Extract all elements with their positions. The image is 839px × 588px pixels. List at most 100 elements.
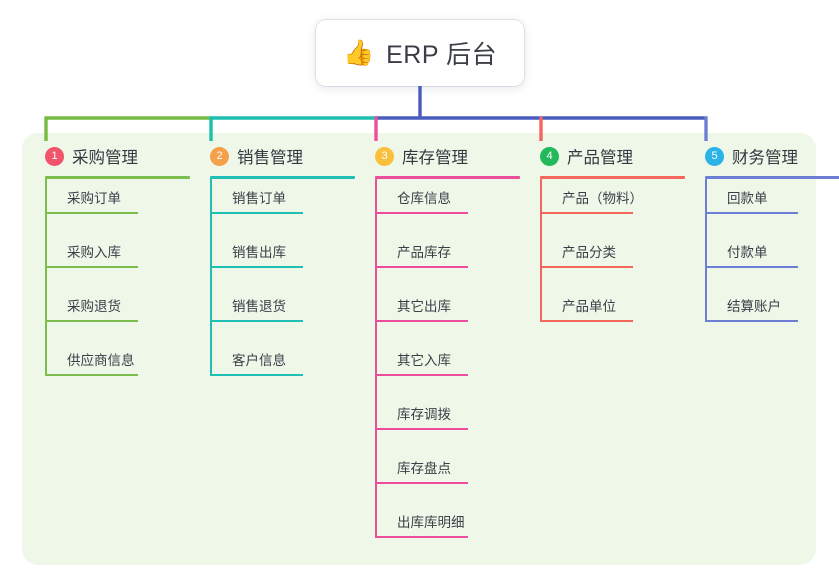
list-item-label: 客户信息 — [232, 353, 286, 368]
list-item-underline — [541, 320, 633, 322]
list-item[interactable]: 采购退货 — [45, 287, 190, 341]
list-item[interactable]: 供应商信息 — [45, 341, 190, 395]
list-item[interactable]: 销售出库 — [210, 233, 355, 287]
list-item-label: 结算账户 — [727, 299, 781, 314]
list-item-underline — [46, 320, 138, 322]
column-title: 库存管理 — [402, 149, 468, 167]
list-item-label: 供应商信息 — [67, 353, 135, 368]
list-item-underline — [376, 536, 468, 538]
list-item-label: 销售出库 — [232, 245, 286, 260]
column-underline — [705, 176, 839, 179]
list-item[interactable]: 其它入库 — [375, 341, 520, 395]
list-item-underline — [376, 428, 468, 430]
list-item-underline — [706, 320, 798, 322]
column-财务管理: 5 财务管理回款单付款单结算账户 — [705, 143, 839, 341]
list-item-label: 采购退货 — [67, 299, 121, 314]
list-item[interactable]: 产品单位 — [540, 287, 685, 341]
list-item[interactable]: 客户信息 — [210, 341, 355, 395]
list-item-underline — [376, 482, 468, 484]
list-item-label: 采购订单 — [67, 191, 121, 206]
list-item[interactable]: 产品（物料） — [540, 179, 685, 233]
column-underline — [45, 176, 190, 179]
list-item-underline — [211, 374, 303, 376]
list-item-underline — [46, 374, 138, 376]
list-item-underline — [211, 266, 303, 268]
list-item-underline — [376, 212, 468, 214]
column-header-5[interactable]: 5 财务管理 — [705, 143, 839, 169]
list-item[interactable]: 结算账户 — [705, 287, 839, 341]
column-items: 产品（物料） 产品分类产品单位 — [540, 179, 685, 341]
list-item-underline — [211, 320, 303, 322]
column-items: 销售订单销售出库销售退货客户信息 — [210, 179, 355, 395]
column-header-2[interactable]: 2 销售管理 — [210, 143, 355, 169]
list-item-underline — [541, 266, 633, 268]
column-underline — [375, 176, 520, 179]
list-item-underline — [706, 212, 798, 214]
column-badge-icon: 4 — [540, 146, 559, 166]
list-item-label: 回款单 — [727, 191, 768, 206]
list-item-underline — [376, 266, 468, 268]
list-item[interactable]: 销售订单 — [210, 179, 355, 233]
list-item-label: 付款单 — [727, 245, 768, 260]
list-item-underline — [211, 212, 303, 214]
list-item-underline — [46, 212, 138, 214]
root-node[interactable]: 👍 ERP 后台 — [316, 20, 524, 86]
list-item-underline — [541, 212, 633, 214]
column-title: 销售管理 — [237, 149, 303, 167]
thumbs-up-icon: 👍 — [342, 38, 375, 67]
column-产品管理: 4 产品管理产品（物料） 产品分类产品单位 — [540, 143, 685, 341]
list-item-label: 销售订单 — [232, 191, 286, 206]
column-badge-icon: 2 — [210, 146, 229, 166]
column-header-3[interactable]: 3 库存管理 — [375, 143, 520, 169]
column-spine — [45, 179, 47, 376]
list-item-label: 产品（物料） — [562, 191, 643, 206]
list-item[interactable]: 产品库存 — [375, 233, 520, 287]
column-badge-icon: 1 — [45, 146, 64, 166]
branch-panel — [22, 133, 816, 565]
list-item-label: 其它入库 — [397, 353, 451, 368]
column-header-4[interactable]: 4 产品管理 — [540, 143, 685, 169]
list-item-label: 库存盘点 — [397, 461, 451, 476]
list-item[interactable]: 库存盘点 — [375, 449, 520, 503]
column-badge-icon: 5 — [705, 146, 724, 166]
column-spine — [705, 179, 707, 322]
list-item[interactable]: 采购订单 — [45, 179, 190, 233]
list-item-label: 销售退货 — [232, 299, 286, 314]
root-node-title: ERP 后台 — [386, 41, 498, 69]
column-items: 采购订单采购入库采购退货供应商信息 — [45, 179, 190, 395]
list-item[interactable]: 回款单 — [705, 179, 839, 233]
list-item-label: 产品库存 — [397, 245, 451, 260]
column-spine — [540, 179, 542, 322]
list-item[interactable]: 其它出库 — [375, 287, 520, 341]
column-销售管理: 2 销售管理销售订单销售出库销售退货客户信息 — [210, 143, 355, 395]
list-item-underline — [376, 320, 468, 322]
list-item-label: 产品分类 — [562, 245, 616, 260]
list-item[interactable]: 付款单 — [705, 233, 839, 287]
list-item-underline — [376, 374, 468, 376]
list-item[interactable]: 库存调拨 — [375, 395, 520, 449]
list-item-label: 库存调拨 — [397, 407, 451, 422]
column-spine — [210, 179, 212, 376]
list-item[interactable]: 出库库明细 — [375, 503, 520, 557]
column-title: 采购管理 — [72, 149, 138, 167]
column-items: 回款单付款单结算账户 — [705, 179, 839, 341]
list-item-label: 产品单位 — [562, 299, 616, 314]
column-title: 财务管理 — [732, 149, 798, 167]
list-item[interactable]: 采购入库 — [45, 233, 190, 287]
list-item-label: 采购入库 — [67, 245, 121, 260]
column-header-1[interactable]: 1 采购管理 — [45, 143, 190, 169]
list-item[interactable]: 产品分类 — [540, 233, 685, 287]
column-title: 产品管理 — [567, 149, 633, 167]
list-item[interactable]: 仓库信息 — [375, 179, 520, 233]
column-underline — [540, 176, 685, 179]
column-spine — [375, 179, 377, 538]
list-item-label: 出库库明细 — [397, 515, 465, 530]
list-item[interactable]: 销售退货 — [210, 287, 355, 341]
column-items: 仓库信息产品库存其它出库其它入库库存调拨库存盘点出库库明细 — [375, 179, 520, 557]
list-item-underline — [706, 266, 798, 268]
column-库存管理: 3 库存管理仓库信息产品库存其它出库其它入库库存调拨库存盘点出库库明细 — [375, 143, 520, 557]
column-badge-icon: 3 — [375, 146, 394, 166]
list-item-label: 其它出库 — [397, 299, 451, 314]
list-item-label: 仓库信息 — [397, 191, 451, 206]
